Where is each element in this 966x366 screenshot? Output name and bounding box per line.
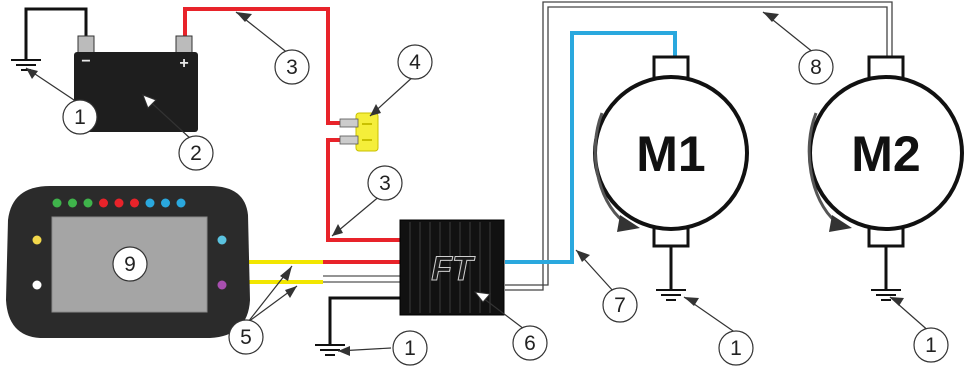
ground-wire-controller: [328, 296, 400, 345]
led-top-3: [83, 198, 93, 208]
ground-symbol-controller: [315, 344, 345, 356]
control-wire-outer: [505, 6, 888, 286]
ground-symbol-m2: [871, 289, 901, 301]
led-top-1: [52, 198, 62, 208]
callout-7-signal: 7: [614, 294, 626, 317]
ground-wire-battery: [24, 7, 88, 60]
callout-5-can: 5: [240, 326, 252, 349]
fuse: [339, 112, 379, 152]
motor-m2-label: M2: [851, 126, 920, 182]
callout-9-display: 9: [124, 253, 136, 276]
led-top-8: [161, 198, 170, 208]
callout-3-power-lower: 3: [379, 172, 391, 195]
led-top-6: [130, 198, 139, 208]
led-left-1: [32, 235, 42, 245]
callout-4-fuse: 4: [409, 51, 421, 74]
led-top-2: [68, 198, 77, 208]
power-wire: [183, 7, 340, 125]
rotation-arrow-m1: [593, 112, 625, 224]
battery-plus-label: +: [179, 55, 188, 72]
power-wire-lower: [326, 138, 400, 242]
led-top-5: [114, 198, 124, 208]
motor-m1: M1: [593, 55, 749, 248]
callout-1-controller-ground: 1: [404, 337, 416, 360]
control-wire-inner: [505, 1, 893, 291]
callout-1-m2-ground: 1: [925, 334, 937, 357]
led-right-1: [217, 235, 227, 245]
display-leds: [32, 198, 227, 290]
signal-wire: [505, 31, 677, 264]
callout-2-battery: 2: [190, 142, 202, 165]
led-right-2: [217, 280, 227, 290]
battery: − +: [74, 35, 198, 132]
callout-8-control: 8: [810, 56, 822, 79]
battery-minus-label: −: [81, 53, 90, 70]
led-top-7: [145, 198, 155, 208]
ground-symbol-m1: [656, 289, 686, 301]
callout-1-battery-ground: 1: [74, 106, 86, 129]
rotation-arrow-m2: [807, 112, 837, 224]
callout-1-m1-ground: 1: [730, 337, 742, 360]
motor-m1-label: M1: [636, 126, 705, 182]
controller-logo: FT: [431, 250, 476, 288]
led-left-2: [32, 280, 42, 290]
controller: FT: [399, 219, 505, 316]
callout-3-power-upper: 3: [286, 56, 298, 79]
led-top-9: [176, 198, 186, 208]
callout-6-controller: 6: [524, 332, 536, 355]
led-top-4: [99, 198, 108, 208]
